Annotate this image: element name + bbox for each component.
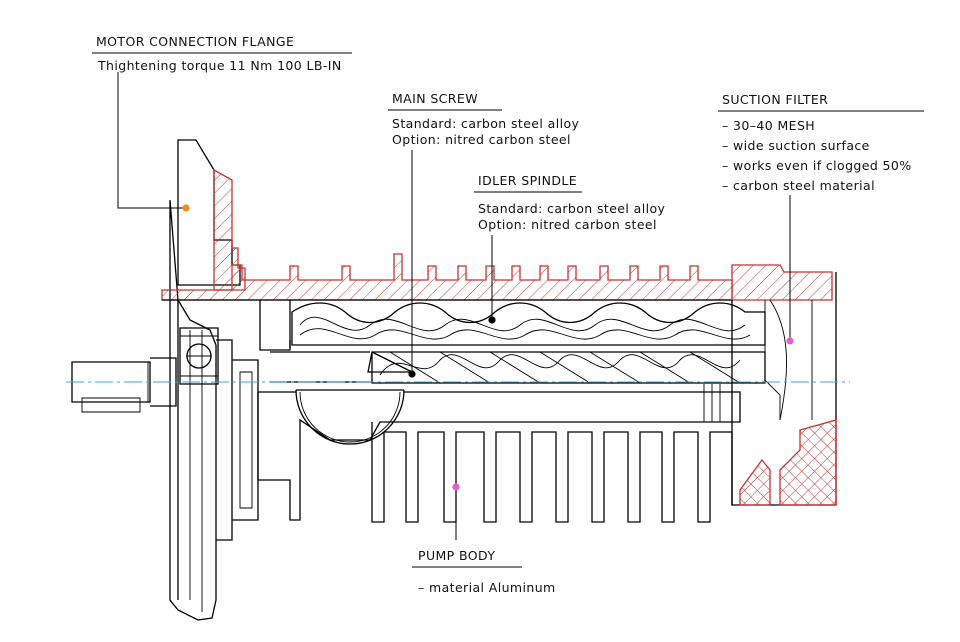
label-motor-flange: MOTOR CONNECTION FLANGE Thightening torq…	[92, 34, 352, 73]
leader-lines	[117, 72, 791, 540]
suction-filter-line-2: – wide suction surface	[722, 138, 870, 153]
suction-filter-line-4: – carbon steel material	[722, 178, 875, 193]
label-pump-body: PUMP BODY – material Aluminum	[412, 548, 556, 595]
label-idler-spindle: IDLER SPINDLE Standard: carbon steel all…	[474, 173, 665, 232]
drive-shaft	[71, 357, 177, 413]
main-screw-marker	[408, 370, 416, 378]
label-main-screw: MAIN SCREW Standard: carbon steel alloy …	[388, 91, 579, 147]
pump-body-line-1: – material Aluminum	[418, 580, 556, 595]
idler-spindle-title: IDLER SPINDLE	[478, 173, 577, 188]
motor-connection-flange	[169, 139, 259, 621]
pump-body-marker	[452, 483, 460, 491]
screw-chamber	[259, 300, 766, 445]
main-screw-title: MAIN SCREW	[392, 91, 478, 106]
pump-body-title: PUMP BODY	[418, 548, 495, 563]
suction-filter-housing	[731, 264, 837, 506]
pump-housing-bottom	[257, 391, 733, 523]
suction-filter-title: SUCTION FILTER	[722, 92, 828, 107]
idler-spindle-line-2: Option: nitred carbon steel	[478, 217, 657, 232]
suction-filter-line-3: – works even if clogged 50%	[722, 158, 912, 173]
idler-spindle-marker	[488, 316, 496, 324]
motor-flange-marker	[182, 204, 190, 212]
bearing	[179, 327, 219, 385]
motor-flange-title: MOTOR CONNECTION FLANGE	[96, 34, 294, 49]
label-suction-filter: SUCTION FILTER – 30–40 MESH – wide sucti…	[718, 92, 924, 193]
suction-filter-marker	[786, 337, 794, 345]
motor-flange-line-1: Thightening torque 11 Nm 100 LB-IN	[97, 58, 342, 73]
main-screw-line-2: Option: nitred carbon steel	[392, 132, 571, 147]
pump-housing-top	[161, 253, 733, 301]
idler-spindle-line-1: Standard: carbon steel alloy	[478, 201, 665, 216]
main-screw-line-1: Standard: carbon steel alloy	[392, 116, 579, 131]
suction-filter-line-1: – 30–40 MESH	[722, 118, 815, 133]
